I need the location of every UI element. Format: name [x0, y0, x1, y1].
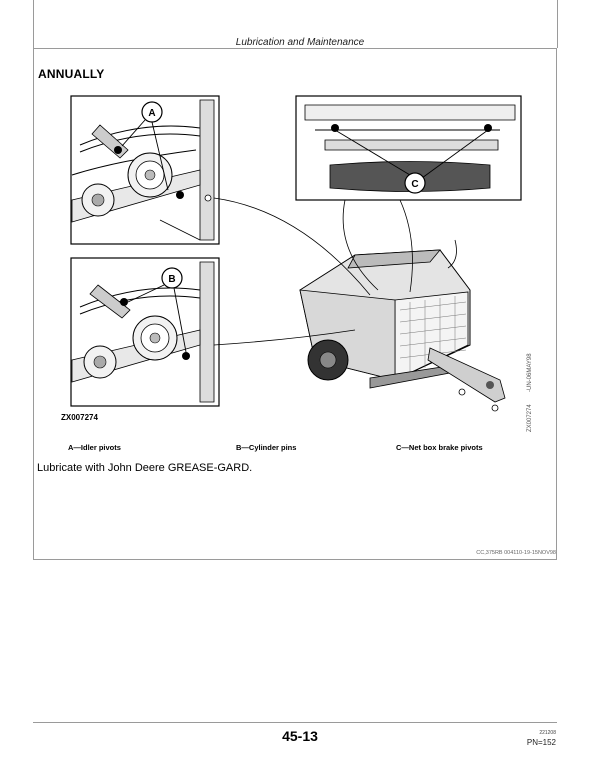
document-code: CC,375RB 004110-19-15NOV98 — [476, 550, 556, 556]
header-right-rule — [557, 0, 558, 48]
figure-id: ZX007274 — [61, 413, 98, 422]
page-number: 45-13 — [282, 728, 318, 744]
detail-panel-b — [70, 257, 220, 407]
figure-side-code-1: -UN-06MAY98 — [527, 353, 533, 392]
footer-date: 221208 — [539, 730, 556, 736]
callout-a-label: A — [148, 108, 155, 119]
instruction-text: Lubricate with John Deere GREASE-GARD. — [37, 462, 253, 474]
baler-machine — [299, 249, 506, 412]
section-title: ANNUALLY — [38, 67, 105, 81]
header-title: Lubrication and Maintenance — [235, 37, 365, 48]
caption-idler-pivots: A—Idler pivots — [68, 443, 121, 452]
content-frame — [33, 48, 557, 560]
detail-panel-a — [70, 95, 220, 245]
detail-panel-c — [295, 95, 522, 201]
leader-lines — [213, 197, 457, 346]
header-left-rule — [33, 0, 34, 48]
caption-cylinder-pins: B—Cylinder pins — [236, 443, 297, 452]
callout-c-label: C — [411, 179, 418, 190]
footer-pn: PN=152 — [526, 738, 556, 747]
caption-net-box-brake-pivots: C—Net box brake pivots — [396, 443, 483, 452]
figure-side-code-2: ZX007274 — [527, 404, 533, 432]
footer-rule — [33, 722, 557, 723]
callout-b-label: B — [168, 274, 175, 285]
